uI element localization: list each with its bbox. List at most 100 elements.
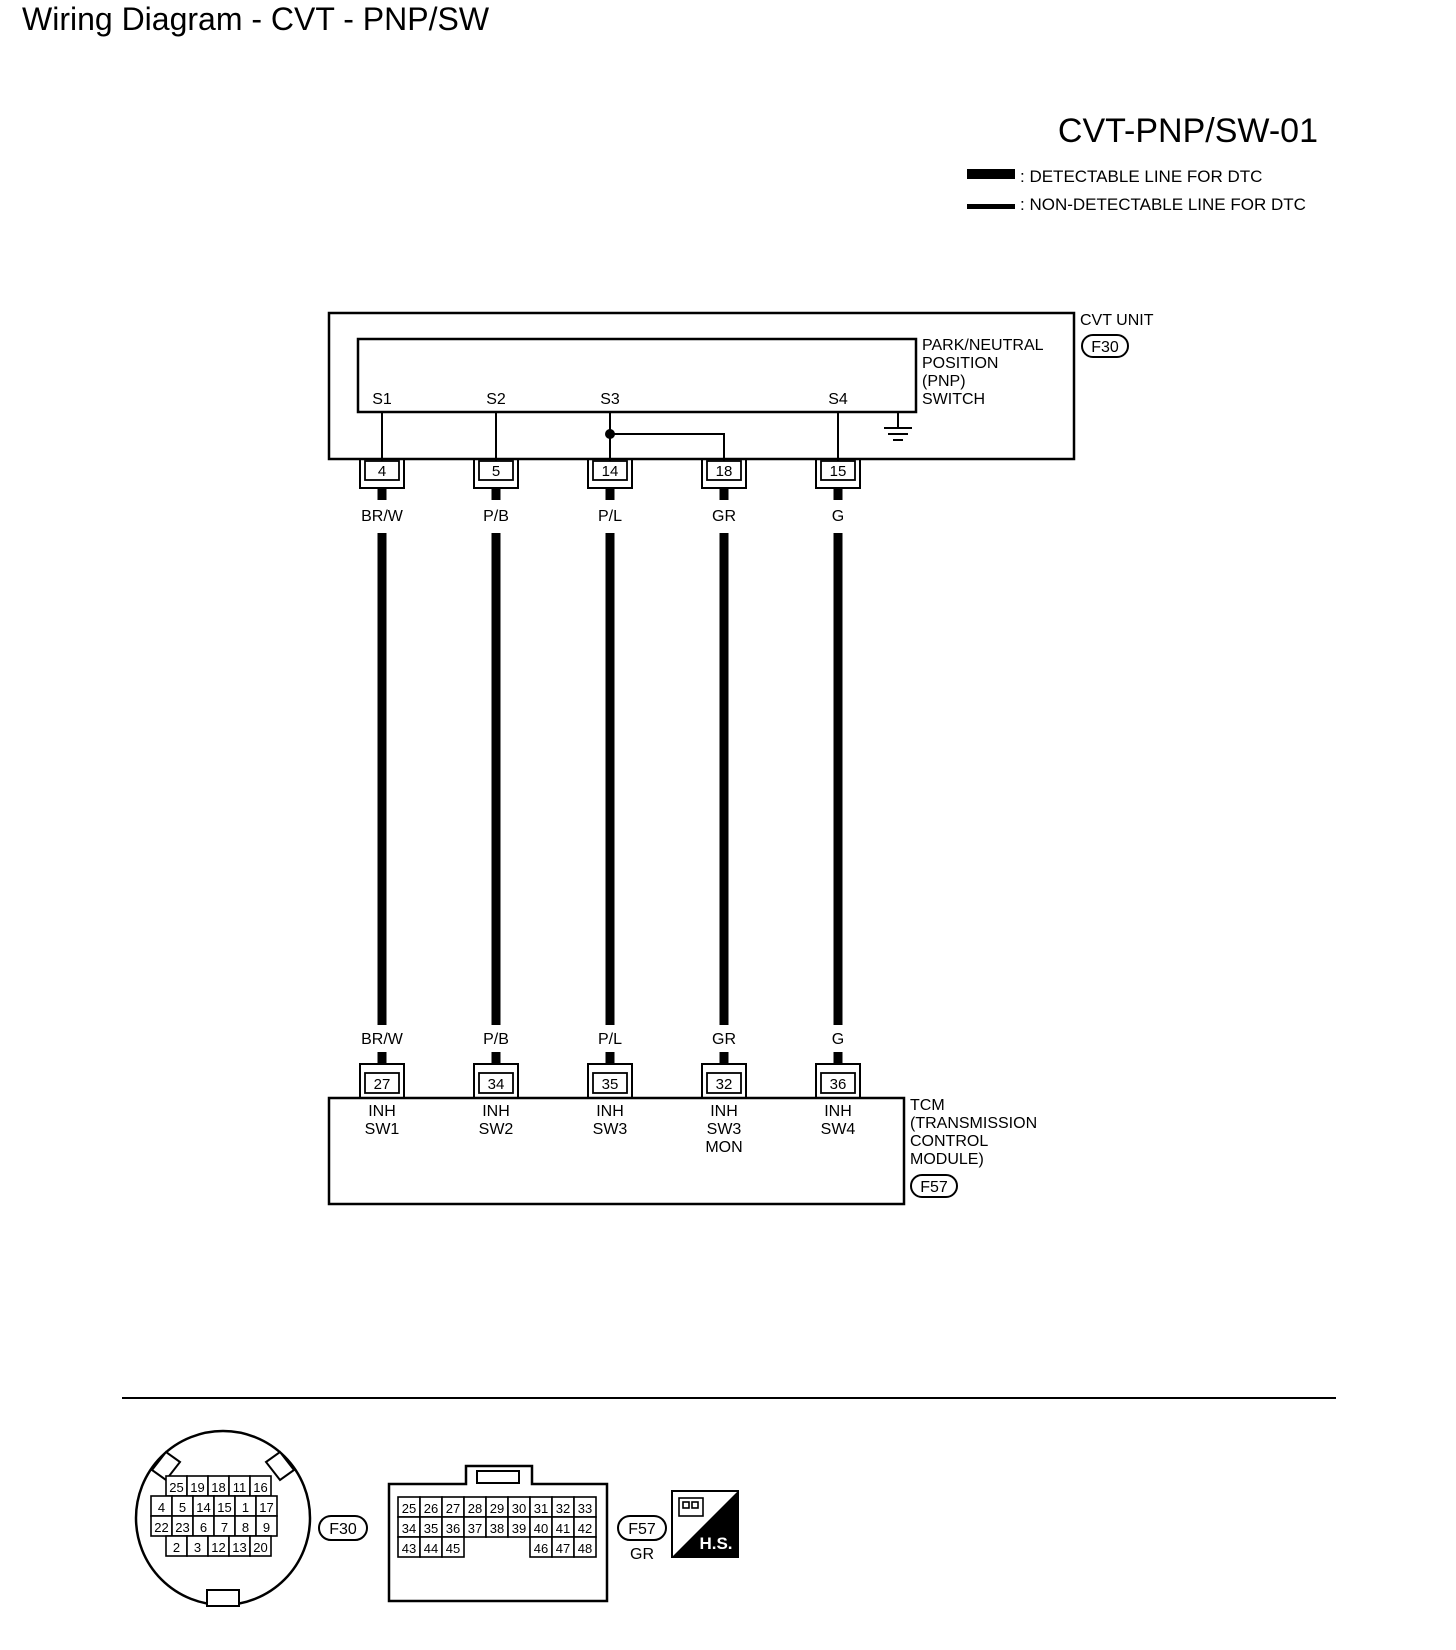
f30-pin-number: 25 <box>169 1480 183 1495</box>
wire-1-tcm-pin-box <box>478 1072 514 1094</box>
f30-pin-number: 15 <box>217 1500 231 1515</box>
tcm: TCM (TRANSMISSION CONTROL MODULE) F57 <box>327 1096 1037 1206</box>
wire-4-cvt-pin: 15 <box>830 463 847 480</box>
f57-pin-number: 38 <box>490 1521 504 1536</box>
f30-right-notch <box>264 1450 296 1482</box>
f57-pin-number: 45 <box>446 1541 460 1556</box>
hs-badge-text: H.S. <box>699 1534 732 1553</box>
f57-pin-number: 46 <box>534 1541 548 1556</box>
f30-pin-number: 8 <box>242 1520 249 1535</box>
wire-1-tcm-label-1: SW2 <box>479 1121 514 1138</box>
terminal-s3: S3 <box>600 391 620 408</box>
cvt-unit-label: CVT UNIT <box>1080 312 1154 329</box>
f57-pin-number: 41 <box>556 1521 570 1536</box>
wire-2-tcm-pin-box <box>592 1072 628 1094</box>
f30-pin-number: 18 <box>211 1480 225 1495</box>
f57-pin-number: 29 <box>490 1501 504 1516</box>
f30-pin-number: 4 <box>158 1500 165 1515</box>
f30-left-notch <box>150 1450 182 1482</box>
f30-pin-number: 13 <box>232 1540 246 1555</box>
f57-pin-number: 31 <box>534 1501 548 1516</box>
wire-0-color-bottom: BR/W <box>361 1031 404 1048</box>
f30-pin-number: 7 <box>221 1520 228 1535</box>
wire-1-color-bottom: P/B <box>483 1031 509 1048</box>
terminal-s1: S1 <box>372 391 392 408</box>
f57-latch <box>476 1470 520 1484</box>
hs-badge-fill <box>672 1491 738 1557</box>
f30-pin-number: 5 <box>179 1500 186 1515</box>
wire-0-cvt-pin: 4 <box>378 463 386 480</box>
f57-pin-number: 32 <box>556 1501 570 1516</box>
f30-pin-number: 16 <box>253 1480 267 1495</box>
terminal-s2: S2 <box>486 391 506 408</box>
f30-pin-number: 20 <box>253 1540 267 1555</box>
legend-detectable-text: : DETECTABLE LINE FOR DTC <box>1020 167 1262 186</box>
f30-pin-number: 9 <box>263 1520 270 1535</box>
f57-pin-number: 34 <box>402 1521 416 1536</box>
f30-pin-number: 2 <box>173 1540 180 1555</box>
f57-pin-number: 26 <box>424 1501 438 1516</box>
terminal-s4: S4 <box>828 391 848 408</box>
page-title: Wiring Diagram - CVT - PNP/SW <box>22 1 490 37</box>
f30-pin-cell <box>249 1535 272 1557</box>
wire-1-color-top: P/B <box>483 508 509 525</box>
wire-3-cvt-pin-box <box>706 460 742 481</box>
f30-pin-number: 11 <box>233 1480 247 1495</box>
wire-4-cvt-pin-box <box>820 460 856 481</box>
f57-pin-number: 28 <box>468 1501 482 1516</box>
f57-pin-number: 43 <box>402 1541 416 1556</box>
f30-view-tag-frame <box>318 1515 368 1541</box>
wire-1-cvt-pin-box <box>478 460 514 481</box>
f57-pin-number: 40 <box>534 1521 548 1536</box>
wire-4-tcm-label-1: SW4 <box>821 1121 856 1138</box>
f57-pin-number: 44 <box>424 1541 438 1556</box>
wire-3-tcm-label-2: MON <box>705 1139 742 1156</box>
f57-pin-number: 42 <box>578 1521 592 1536</box>
f57-color-code: GR <box>630 1546 654 1563</box>
wire-2-tcm-label-1: SW3 <box>593 1121 628 1138</box>
f57-pin-number: 36 <box>446 1521 460 1536</box>
tcm-connector-tag-frame <box>910 1174 958 1198</box>
pnp-switch-label-1: PARK/NEUTRAL <box>922 337 1044 354</box>
wire-0-tcm-connector-frame <box>359 1063 405 1098</box>
wire-4-tcm-pin-box <box>820 1072 856 1094</box>
f57-pin-number: 37 <box>468 1521 482 1536</box>
splice-point <box>605 429 615 439</box>
f57-pin-number: 27 <box>446 1501 460 1516</box>
wire-1-cvt-pin: 5 <box>492 463 500 480</box>
wire-3-tcm-label-0: INH <box>710 1103 738 1120</box>
wire-0-color-top: BR/W <box>361 508 404 525</box>
legend-non-detectable-text: : NON-DETECTABLE LINE FOR DTC <box>1020 195 1306 214</box>
f30-pin-number: 19 <box>190 1480 204 1495</box>
pnp-switch-label-4: SWITCH <box>922 391 985 408</box>
hs-badge: H.S. <box>671 1490 739 1558</box>
wire-3-color-bottom: GR <box>712 1031 736 1048</box>
wire-1-tcm-connector-frame <box>473 1063 519 1098</box>
internal-wiring <box>381 412 839 464</box>
wire-0-cvt-pin-box <box>364 460 400 481</box>
f57-pin-number: 39 <box>512 1521 526 1536</box>
cvt-connector-tag: F30 <box>1091 339 1119 356</box>
tcm-label-3: CONTROL <box>910 1133 988 1150</box>
f57-pin-number: 35 <box>424 1521 438 1536</box>
wire-0-tcm-pin-box <box>364 1072 400 1094</box>
wire-4-color-top: G <box>832 508 844 525</box>
f57-pin-number: 30 <box>512 1501 526 1516</box>
tcm-label-2: (TRANSMISSION <box>910 1115 1037 1132</box>
f30-pin-number: 14 <box>196 1500 210 1515</box>
f30-pin-number: 3 <box>194 1540 201 1555</box>
wire-3-color-top: GR <box>712 508 736 525</box>
cvt-unit: CVT UNIT F30 PARK/NEUTRAL POSITION (PNP)… <box>327 311 1154 464</box>
f57-pin-number: 33 <box>578 1501 592 1516</box>
connector-symbol-icon <box>678 1497 704 1517</box>
wire-3-tcm-pin-box <box>706 1072 742 1094</box>
f30-pin-number: 17 <box>259 1500 273 1515</box>
wire-2-tcm-pin: 35 <box>602 1076 619 1093</box>
f57-view-tag-frame <box>617 1515 667 1541</box>
wire-3-tcm-pin: 32 <box>716 1076 733 1093</box>
f30-pin-number: 6 <box>200 1520 207 1535</box>
wire-0-tcm-label-1: SW1 <box>365 1121 400 1138</box>
